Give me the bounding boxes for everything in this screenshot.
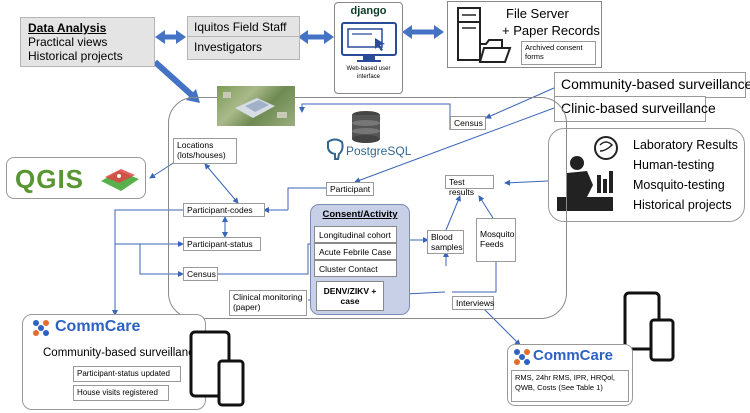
commcare-right-box: CommCare RMS, 24hr RMS, IPR, HRQol, QWB,… — [507, 344, 633, 406]
qgis-box: QGIS — [6, 157, 146, 199]
census-bottom-label: Census — [187, 269, 216, 279]
server-folder-icon — [457, 7, 512, 63]
commcare-left-box: CommCare Community-based surveillance Pa… — [22, 314, 206, 410]
tablet-phone-icon-left — [189, 330, 245, 407]
commcare-left-item-1-label: Participant-status updated — [77, 369, 170, 378]
consent-item-acute: Acute Febrile Case — [314, 243, 397, 260]
field-staff-label: Iquitos Field Staff — [188, 17, 299, 37]
census-top-label: Census — [454, 118, 483, 128]
link-clinic-participant — [354, 107, 555, 184]
link-codes-commcare — [112, 209, 183, 316]
database-cylinder-icon — [352, 111, 380, 143]
locations-label: Locations (lots/houses) — [177, 140, 226, 160]
consent-item-longitudinal-label: Longitudinal cohort — [319, 230, 391, 240]
commcare-right-info-box: RMS, 24hr RMS, IPR, HRQol, QWB, Costs (S… — [511, 370, 629, 402]
django-logo: django — [350, 5, 387, 17]
postgresql-label: PostgreSQL — [346, 144, 412, 158]
lab-results-box: Laboratory Results Human-testing Mosquit… — [548, 128, 745, 222]
lab-line2: Human-testing — [633, 158, 715, 172]
participant-status-label: Participant-status — [187, 239, 253, 249]
thick-arrow-field-django — [298, 30, 334, 44]
community-surveillance-box: Community-based surveillance — [554, 72, 750, 98]
commcare-right-logo: CommCare — [533, 347, 614, 364]
commcare-right-info-label: RMS, 24hr RMS, IPR, HRQol, QWB, Costs (S… — [515, 373, 616, 392]
commcare-left-logo: CommCare — [55, 318, 141, 335]
qgis-map-icon — [101, 169, 139, 191]
data-analysis-line2: Historical projects — [28, 49, 123, 63]
link-blood-results — [445, 195, 461, 231]
node-interviews: Interviews — [452, 296, 494, 310]
node-locations: Locations (lots/houses) — [173, 138, 237, 164]
postgresql-elephant-icon — [325, 138, 345, 160]
data-analysis-line1: Practical views — [28, 35, 108, 49]
consent-case-label: DENV/ZIKV + case — [323, 286, 377, 306]
node-census-bottom: Census — [183, 267, 218, 281]
consent-item-acute-label: Acute Febrile Case — [319, 247, 392, 257]
link-participant-codes — [287, 187, 326, 210]
database-area — [168, 97, 567, 319]
consent-title: Consent/Activity — [322, 209, 398, 220]
investigators-label: Investigators — [194, 40, 263, 54]
clinic-surveillance-label: Clinic-based surveillance — [561, 100, 716, 116]
clinical-monitoring-label: Clinical monitoring (paper) — [233, 292, 303, 312]
consent-item-cluster: Cluster Contact — [314, 260, 397, 277]
data-analysis-box: Data Analysis Practical views Historical… — [20, 17, 155, 67]
django-box: django Web-based user interface — [334, 2, 403, 94]
scientist-microscope-icon — [557, 136, 618, 211]
test-results-label: Test results — [449, 177, 475, 197]
commcare-logo-icon-right — [514, 349, 530, 365]
node-census-top: Census — [450, 116, 486, 130]
node-blood-samples: Blood samples — [427, 230, 464, 254]
commcare-left-item-2: House visits registered — [73, 385, 169, 401]
community-surveillance-label: Community-based surveillance — [561, 76, 750, 92]
link-lab-results — [504, 179, 549, 186]
node-test-results: Test results — [445, 175, 494, 197]
node-participant: Participant — [326, 182, 374, 196]
tablet-phone-icon-right — [623, 291, 675, 362]
elephant-icon — [327, 138, 344, 160]
qgis-logo: QGIS — [15, 164, 85, 194]
mosquito-feeds-label: Mosquito Feeds — [480, 229, 515, 249]
thick-arrow-django-fileserver — [402, 25, 444, 39]
lab-line3: Mosquito-testing — [633, 178, 725, 192]
consent-item-longitudinal: Longitudinal cohort — [314, 226, 397, 243]
lab-line4: Historical projects — [633, 198, 732, 212]
file-server-line2: + Paper Records — [502, 23, 600, 38]
postgresql-icon — [348, 110, 384, 144]
link-locations-codes — [204, 163, 239, 204]
satellite-map-image — [217, 86, 295, 126]
file-server-line1: File Server — [506, 6, 569, 21]
consent-item-cluster-label: Cluster Contact — [319, 264, 378, 274]
lab-line1: Laboratory Results — [633, 138, 738, 152]
node-participant-status: Participant-status — [183, 237, 261, 251]
monitor-icon — [341, 22, 397, 62]
interviews-label: Interviews — [456, 298, 495, 308]
link-mosquito-results — [478, 195, 494, 219]
commcare-left-subtitle: Community-based surveillance — [43, 347, 201, 359]
blood-samples-label: Blood samples — [431, 232, 463, 252]
archived-consent-box: Archived consent forms — [521, 41, 596, 65]
node-mosquito-feeds: Mosquito Feeds — [476, 218, 516, 262]
field-staff-box: Iquitos Field Staff Investigators — [187, 16, 300, 60]
commcare-logo-icon — [33, 320, 49, 336]
file-server-box: File Server + Paper Records Archived con… — [447, 1, 602, 68]
link-community-census — [485, 87, 555, 119]
consent-case-box: DENV/ZIKV + case — [316, 281, 384, 311]
node-clinical-monitoring: Clinical monitoring (paper) — [229, 290, 307, 316]
participant-codes-label: Participant-codes — [187, 205, 253, 215]
data-analysis-title: Data Analysis — [28, 21, 107, 35]
clinic-surveillance-box: Clinic-based surveillance — [554, 96, 716, 122]
commcare-left-item-1: Participant-status updated — [73, 366, 181, 382]
thick-arrow-data-analysis-field — [155, 30, 186, 44]
participant-label: Participant — [330, 184, 371, 194]
commcare-left-item-2-label: House visits registered — [77, 388, 158, 397]
node-participant-codes: Participant-codes — [183, 203, 265, 217]
django-caption: Web-based user interface — [346, 66, 391, 80]
satellite-buildings — [223, 92, 287, 118]
link-mosquito-interview — [452, 262, 497, 293]
archived-consent-label: Archived consent forms — [525, 43, 583, 61]
